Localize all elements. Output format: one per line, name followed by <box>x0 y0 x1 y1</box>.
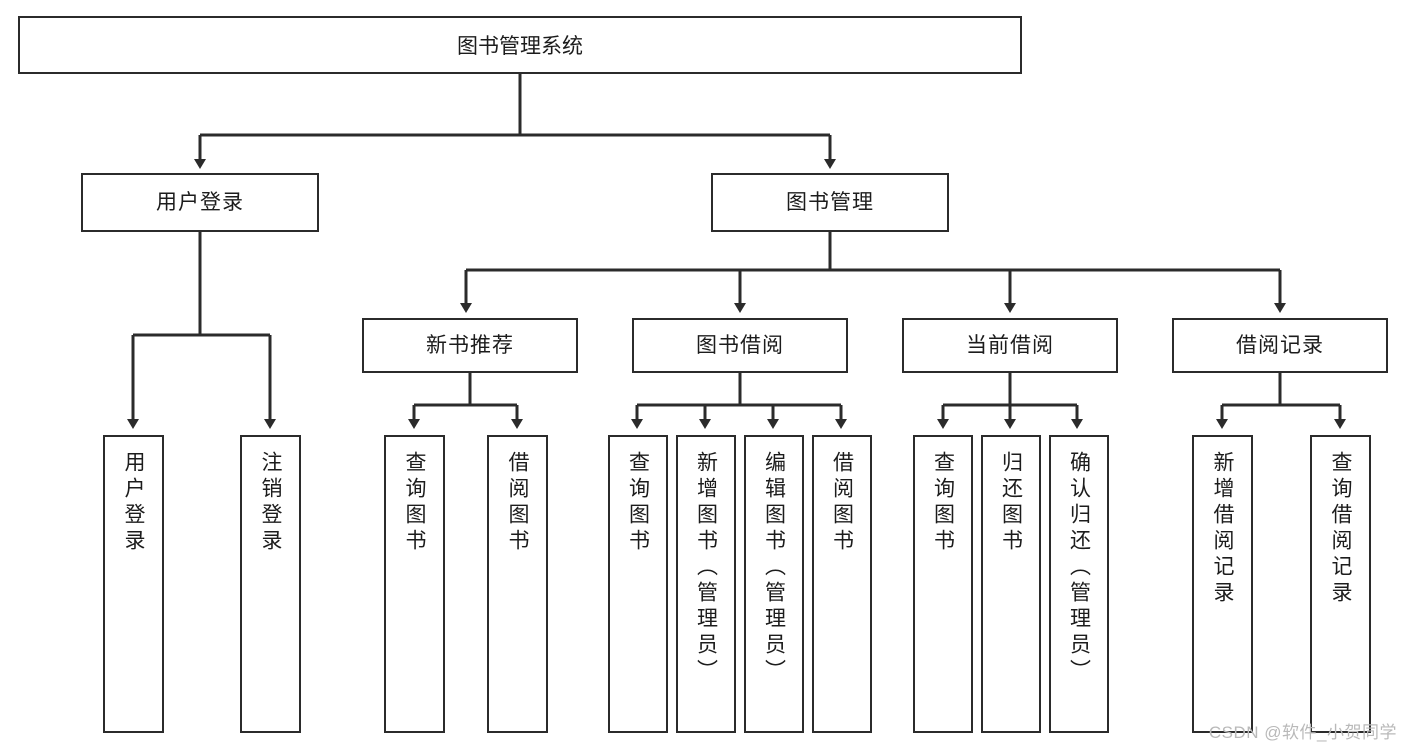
leaf-user-login-logout[interactable]: 注销登录 <box>240 435 301 733</box>
leaf-borrow-record-add[interactable]: 新增借阅记录 <box>1192 435 1253 733</box>
node-label: 图书借阅 <box>696 333 784 357</box>
node-label: 查询图书 <box>403 451 426 555</box>
node-label: 借阅图书 <box>506 451 529 555</box>
node-label: 注销登录 <box>259 451 282 555</box>
node-new-book-recommend[interactable]: 新书推荐 <box>362 318 578 373</box>
leaf-user-login-login[interactable]: 用户登录 <box>103 435 164 733</box>
node-label: 查询借阅记录 <box>1329 451 1352 607</box>
node-label: 新增图书（管理员） <box>694 451 718 685</box>
node-label: 编辑图书（管理员） <box>762 451 786 685</box>
node-current-borrow[interactable]: 当前借阅 <box>902 318 1118 373</box>
leaf-current-borrow-query[interactable]: 查询图书 <box>913 435 973 733</box>
leaf-borrow-record-query[interactable]: 查询借阅记录 <box>1310 435 1371 733</box>
node-label: 图书管理系统 <box>457 35 583 58</box>
node-label: 新增借阅记录 <box>1211 451 1234 607</box>
node-label: 新书推荐 <box>426 333 514 357</box>
node-user-login[interactable]: 用户登录 <box>81 173 319 232</box>
node-book-management[interactable]: 图书管理 <box>711 173 949 232</box>
leaf-new-book-query[interactable]: 查询图书 <box>384 435 445 733</box>
node-label: 当前借阅 <box>966 333 1054 357</box>
node-root-system[interactable]: 图书管理系统 <box>18 16 1022 74</box>
node-label: 归还图书 <box>999 451 1023 555</box>
node-label: 图书管理 <box>786 190 874 214</box>
node-label: 借阅记录 <box>1236 333 1324 357</box>
leaf-book-borrow-add[interactable]: 新增图书（管理员） <box>676 435 736 733</box>
node-label: 确认归还（管理员） <box>1067 451 1091 685</box>
node-label: 用户登录 <box>156 190 244 214</box>
leaf-book-borrow-borrow[interactable]: 借阅图书 <box>812 435 872 733</box>
node-book-borrow[interactable]: 图书借阅 <box>632 318 848 373</box>
node-label: 借阅图书 <box>830 451 854 555</box>
leaf-current-borrow-confirm-return[interactable]: 确认归还（管理员） <box>1049 435 1109 733</box>
leaf-book-borrow-edit[interactable]: 编辑图书（管理员） <box>744 435 804 733</box>
node-borrow-records[interactable]: 借阅记录 <box>1172 318 1388 373</box>
node-label: 查询图书 <box>931 451 955 555</box>
leaf-book-borrow-query[interactable]: 查询图书 <box>608 435 668 733</box>
node-label: 查询图书 <box>626 451 650 555</box>
leaf-new-book-borrow[interactable]: 借阅图书 <box>487 435 548 733</box>
node-label: 用户登录 <box>122 451 145 555</box>
csdn-watermark: CSDN @软件_小贺同学 <box>1208 723 1397 742</box>
leaf-current-borrow-return[interactable]: 归还图书 <box>981 435 1041 733</box>
